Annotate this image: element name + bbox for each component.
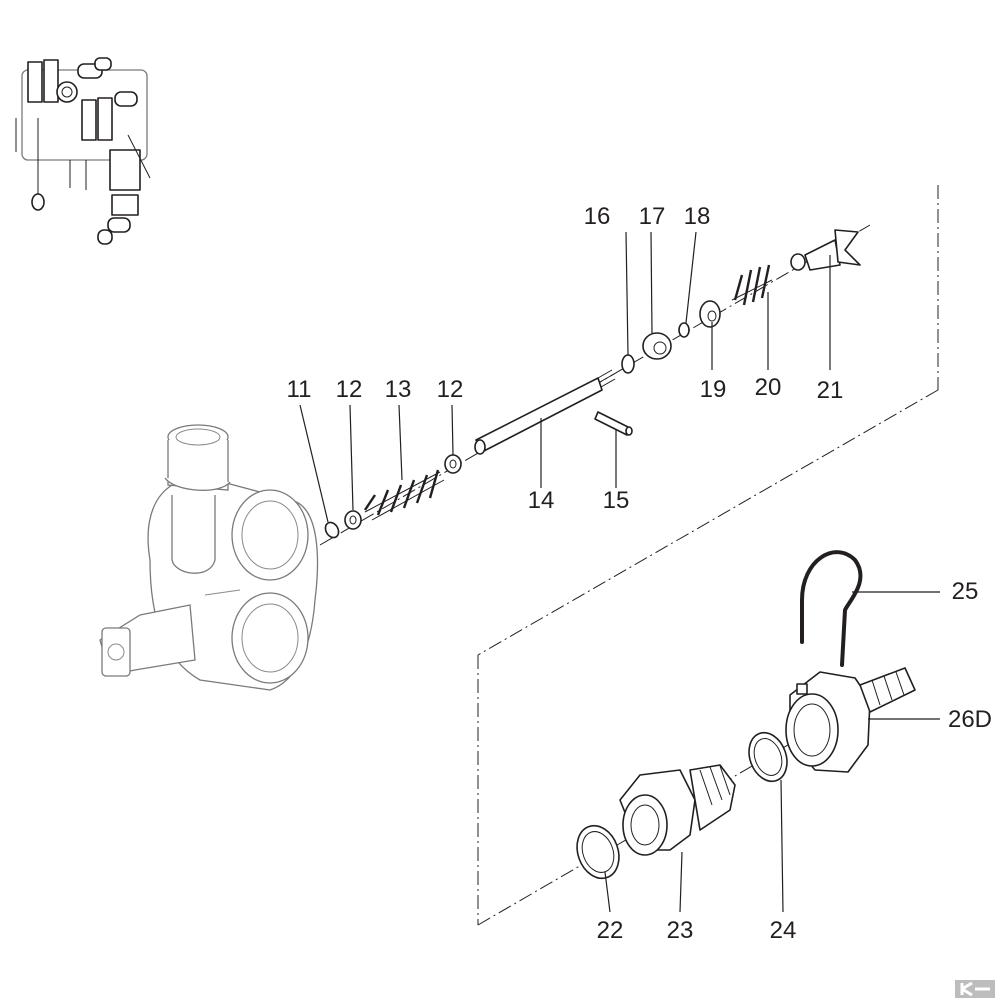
callout-16: 16 (584, 203, 611, 230)
part-23-threaded-nipple (619, 764, 736, 856)
leader-lines (299, 231, 940, 913)
callout-14: 14 (528, 487, 555, 514)
callout-15: 15 (603, 487, 630, 514)
brand-logo (955, 980, 995, 998)
part-15-pin (594, 411, 633, 436)
callout-20: 20 (755, 374, 782, 401)
part-13-spring (364, 469, 445, 521)
part-12-washer-a (344, 510, 362, 530)
part-12-washer-b (444, 454, 462, 474)
part-22-oring (576, 824, 620, 880)
part-11-circlip (324, 521, 340, 539)
callout-19: 19 (700, 376, 727, 403)
callout-labels: 11 12 13 12 14 15 16 17 18 19 20 21 22 2… (287, 203, 992, 944)
part-26D-hose-coupling (785, 667, 916, 773)
callout-26D: 26D (948, 706, 992, 733)
part-16-circlip (621, 354, 635, 374)
callout-24: 24 (770, 917, 797, 944)
callout-12-b: 12 (437, 376, 464, 403)
callout-13: 13 (385, 376, 412, 403)
callout-11: 11 (287, 376, 312, 403)
part-18-oring (678, 322, 690, 338)
callout-22: 22 (597, 917, 624, 944)
part-20-spring (731, 264, 773, 306)
part-17-seat (642, 332, 672, 360)
valve-body-housing (99, 424, 319, 691)
assembly-overview-thumbnail (15, 57, 151, 245)
part-25-retaining-clip (800, 550, 863, 667)
callout-12-a: 12 (336, 376, 363, 403)
part-21-valve-head (790, 229, 861, 271)
part-14-shaft (474, 369, 616, 455)
part-19-washer (699, 300, 721, 328)
callout-23: 23 (667, 917, 694, 944)
callout-21: 21 (817, 377, 844, 404)
callout-18: 18 (684, 203, 711, 230)
callout-17: 17 (639, 203, 666, 230)
part-24-oring (748, 731, 788, 783)
callout-25: 25 (952, 578, 979, 605)
